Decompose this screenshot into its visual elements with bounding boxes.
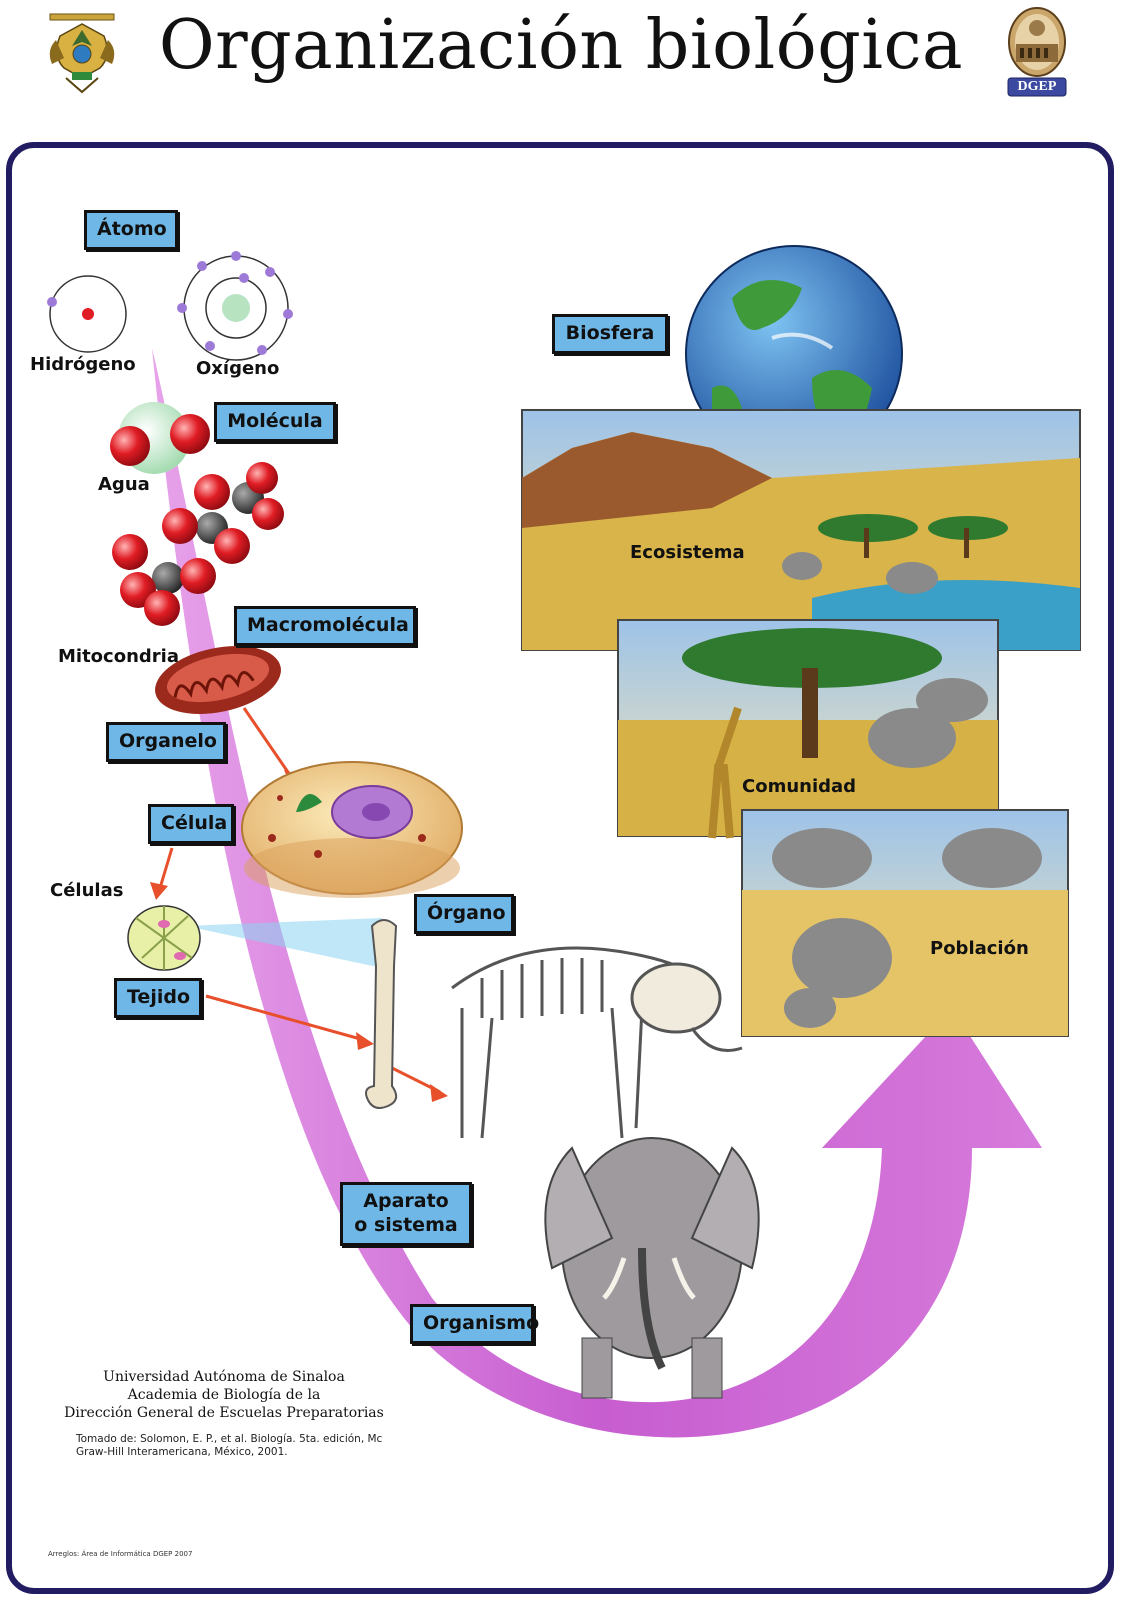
page-title: Organización biológica — [158, 6, 964, 85]
label-molecula: Molécula — [214, 402, 336, 442]
label-macromolecula: Macromolécula — [234, 606, 416, 646]
tissue-sample — [127, 905, 382, 971]
source-line-2: Graw-Hill Interamericana, México, 2001. — [76, 1446, 288, 1458]
hydrogen-atom — [47, 275, 127, 353]
label-atomo: Átomo — [84, 210, 178, 250]
eagle-crest-icon — [42, 6, 122, 98]
credit-line-3: Dirección General de Escuelas Preparator… — [64, 1405, 384, 1421]
label-poblacion: Población — [930, 938, 1029, 959]
institution-credit: Universidad Autónoma de Sinaloa Academia… — [64, 1368, 384, 1422]
dgep-seal-icon: DGEP — [1004, 4, 1070, 98]
label-ecosistema: Ecosistema — [630, 542, 745, 563]
label-biosfera: Biosfera — [552, 314, 668, 354]
macromolecule — [112, 462, 284, 626]
source-citation: Tomado de: Solomon, E. P., et al. Biolog… — [76, 1433, 382, 1459]
label-organo: Órgano — [414, 894, 514, 934]
diagram-frame: Átomo Molécula Macromolécula Organelo Cé… — [6, 142, 1114, 1594]
credit-line-1: Universidad Autónoma de Sinaloa — [103, 1369, 345, 1385]
caption-celulas: Células — [50, 880, 124, 901]
water-molecule — [110, 402, 210, 474]
caption-agua: Agua — [98, 474, 150, 495]
label-comunidad: Comunidad — [742, 776, 857, 797]
label-organismo: Organismo — [410, 1304, 539, 1344]
caption-mitocondria: Mitocondria — [58, 646, 179, 667]
elephant-organism — [544, 1137, 760, 1399]
oxygen-atom — [177, 251, 293, 361]
elephant-skeleton — [451, 946, 743, 1139]
credit-line-2: Academia de Biología de la — [127, 1387, 321, 1403]
bone-organ — [365, 919, 398, 1109]
label-aparato-o-sistema: Aparato o sistema — [340, 1182, 472, 1246]
source-line-1: Tomado de: Solomon, E. P., et al. Biolog… — [76, 1433, 383, 1445]
label-organelo: Organelo — [106, 722, 226, 762]
label-aparato-line1: Aparato — [363, 1190, 449, 1212]
population-panel — [741, 809, 1069, 1037]
label-tejido: Tejido — [114, 978, 202, 1018]
animal-cell — [241, 761, 463, 898]
diagram-artwork — [47, 245, 1081, 1438]
mitochondrion — [155, 645, 281, 715]
caption-hidrogeno: Hidrógeno — [30, 354, 136, 375]
ecosystem-panel — [521, 409, 1081, 651]
label-aparato-line2: o sistema — [354, 1213, 458, 1236]
label-celula: Célula — [148, 804, 234, 844]
dgep-label: DGEP — [1017, 79, 1057, 94]
arreglos-note: Arreglos: Área de Informática DGEP 2007 — [48, 1550, 193, 1558]
caption-oxigeno: Oxígeno — [196, 358, 280, 379]
community-panel — [617, 619, 999, 839]
earth-biosphere — [685, 245, 903, 463]
